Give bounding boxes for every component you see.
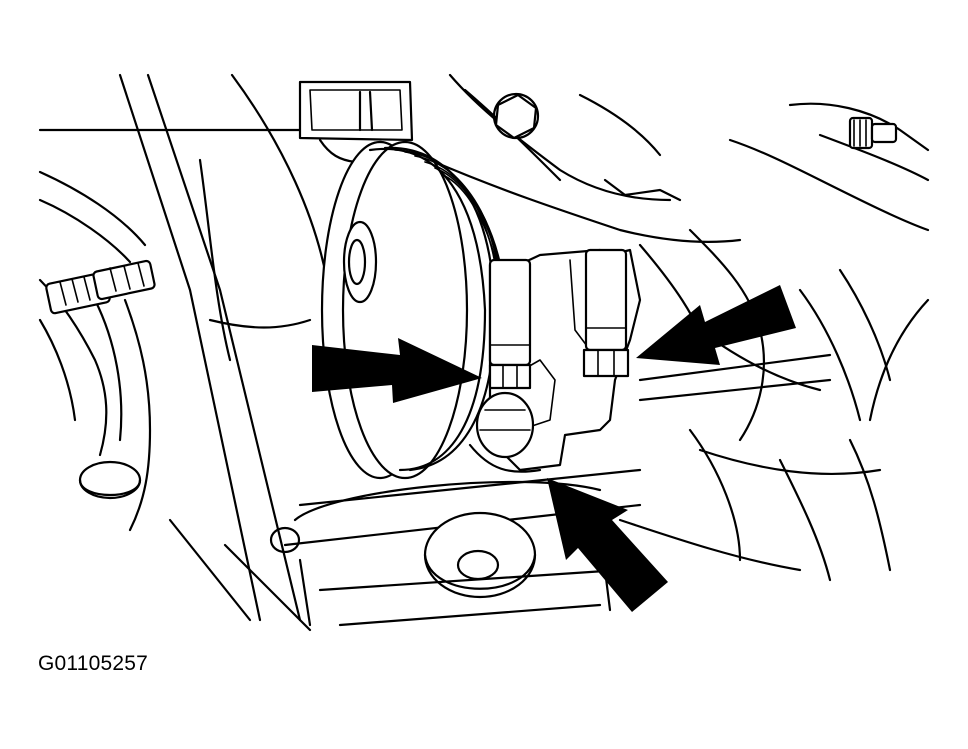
upper-bracket bbox=[298, 80, 414, 164]
pump-body bbox=[468, 248, 642, 473]
bottom-bolt-arrow bbox=[547, 478, 668, 612]
frame-lines bbox=[38, 73, 332, 632]
figure-id-label: G01105257 bbox=[38, 652, 149, 675]
left-hose-assembly bbox=[38, 170, 156, 532]
left-fitting-arrow bbox=[312, 338, 482, 403]
lower-block bbox=[269, 468, 642, 627]
right-fitting-arrow bbox=[636, 285, 796, 365]
upper-housing bbox=[428, 73, 742, 244]
